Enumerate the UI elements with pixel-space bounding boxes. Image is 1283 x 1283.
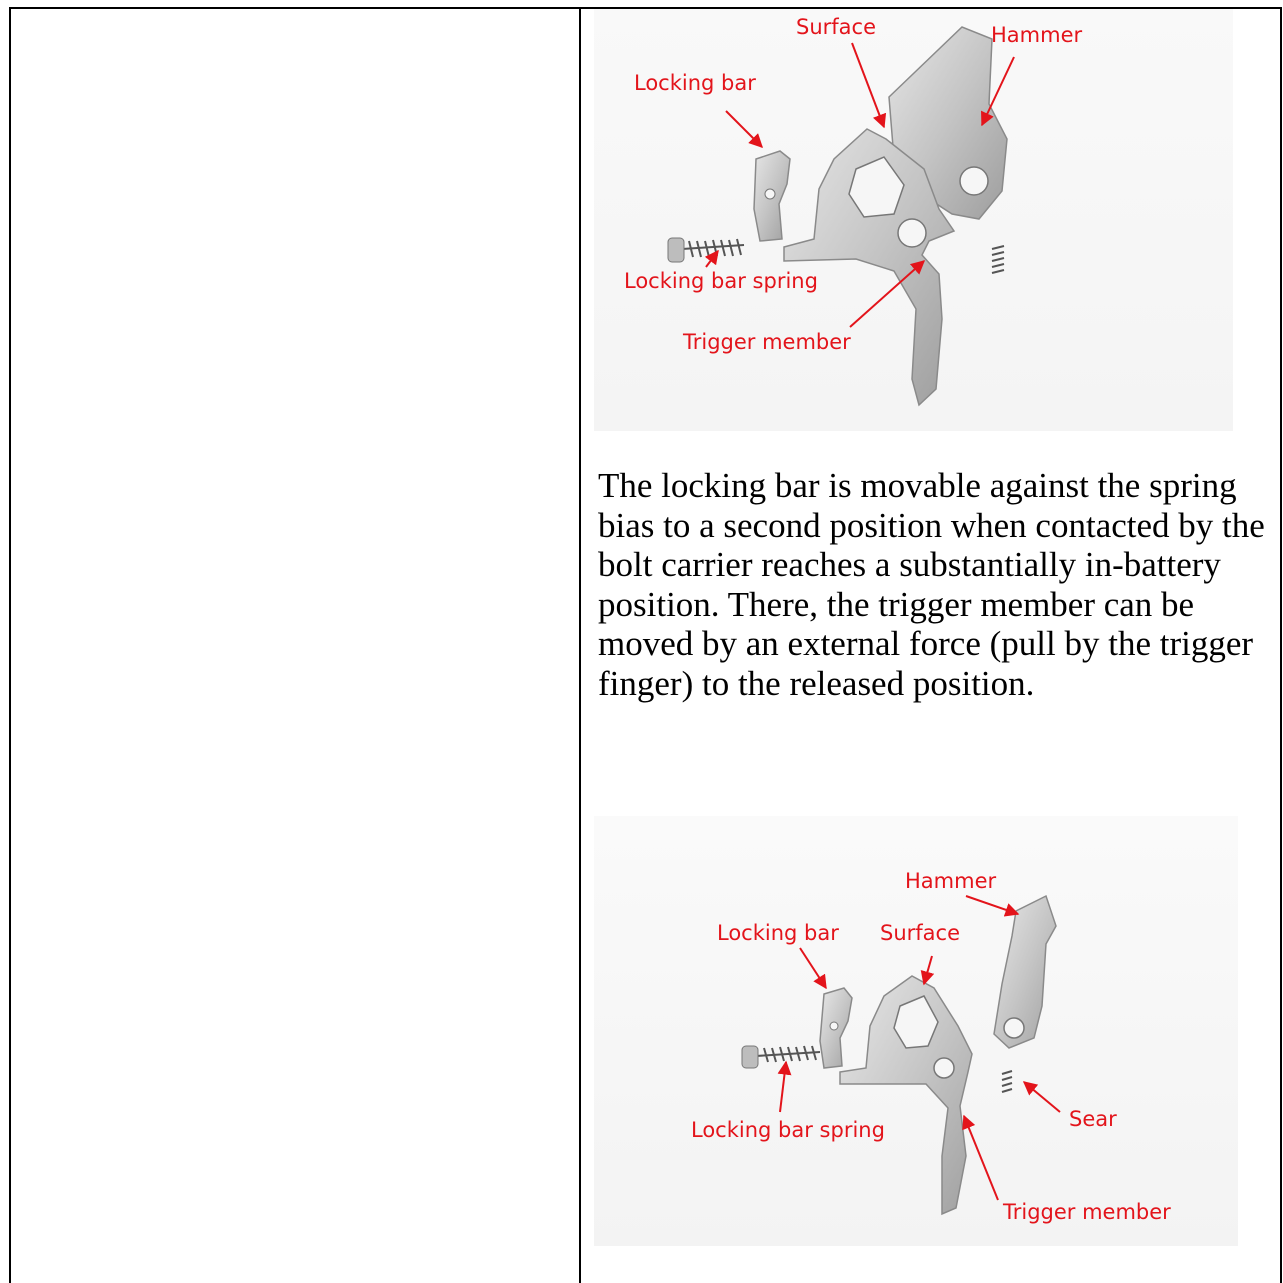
hammer-arrow (966, 896, 1018, 914)
callout-trigger-member: Trigger member (683, 332, 851, 353)
callout-surface: Surface (880, 923, 960, 944)
hammer-pin-hole (960, 167, 988, 195)
trigger-pivot-hole (898, 219, 926, 247)
spring-guide-cap (742, 1046, 758, 1068)
surface-arrow (924, 956, 932, 984)
hammer-part (994, 896, 1056, 1048)
trigger-assembly-photo-bottom: Hammer Locking bar Surface Locking bar s… (594, 816, 1238, 1246)
callout-surface: Surface (796, 17, 876, 38)
locking-bar-arrow (726, 111, 762, 147)
description-paragraph: The locking bar is movable against the s… (598, 466, 1282, 703)
sear-arrow (1024, 1082, 1060, 1112)
callout-sear: Sear (1069, 1109, 1117, 1130)
spring-guide-cap (668, 238, 684, 262)
trigger-member-arrow (964, 1116, 998, 1200)
hammer-pin-hole (1004, 1018, 1024, 1038)
locking-bar-spring (756, 1046, 820, 1062)
locking-bar-spring (682, 239, 744, 257)
callout-locking-bar-spring: Locking bar spring (691, 1120, 885, 1141)
callout-locking-bar-spring: Locking bar spring (624, 271, 818, 292)
callout-locking-bar: Locking bar (717, 923, 839, 944)
locking-bar-spring-arrow (780, 1062, 786, 1112)
sear-spring (1002, 1071, 1012, 1092)
locking-bar-hole (830, 1022, 838, 1030)
left-empty-cell (11, 9, 579, 1283)
callout-hammer: Hammer (905, 871, 996, 892)
callout-locking-bar: Locking bar (634, 73, 756, 94)
sear-spring (992, 246, 1004, 273)
trigger-assembly-photo-top: Surface Hammer Locking bar Locking bar s… (594, 9, 1233, 431)
callout-trigger-member: Trigger member (1003, 1202, 1171, 1223)
locking-bar-hole (765, 189, 775, 199)
callout-hammer: Hammer (991, 25, 1082, 46)
surface-arrow (852, 43, 884, 127)
locking-bar-arrow (800, 948, 826, 988)
trigger-pivot-hole (934, 1058, 954, 1078)
